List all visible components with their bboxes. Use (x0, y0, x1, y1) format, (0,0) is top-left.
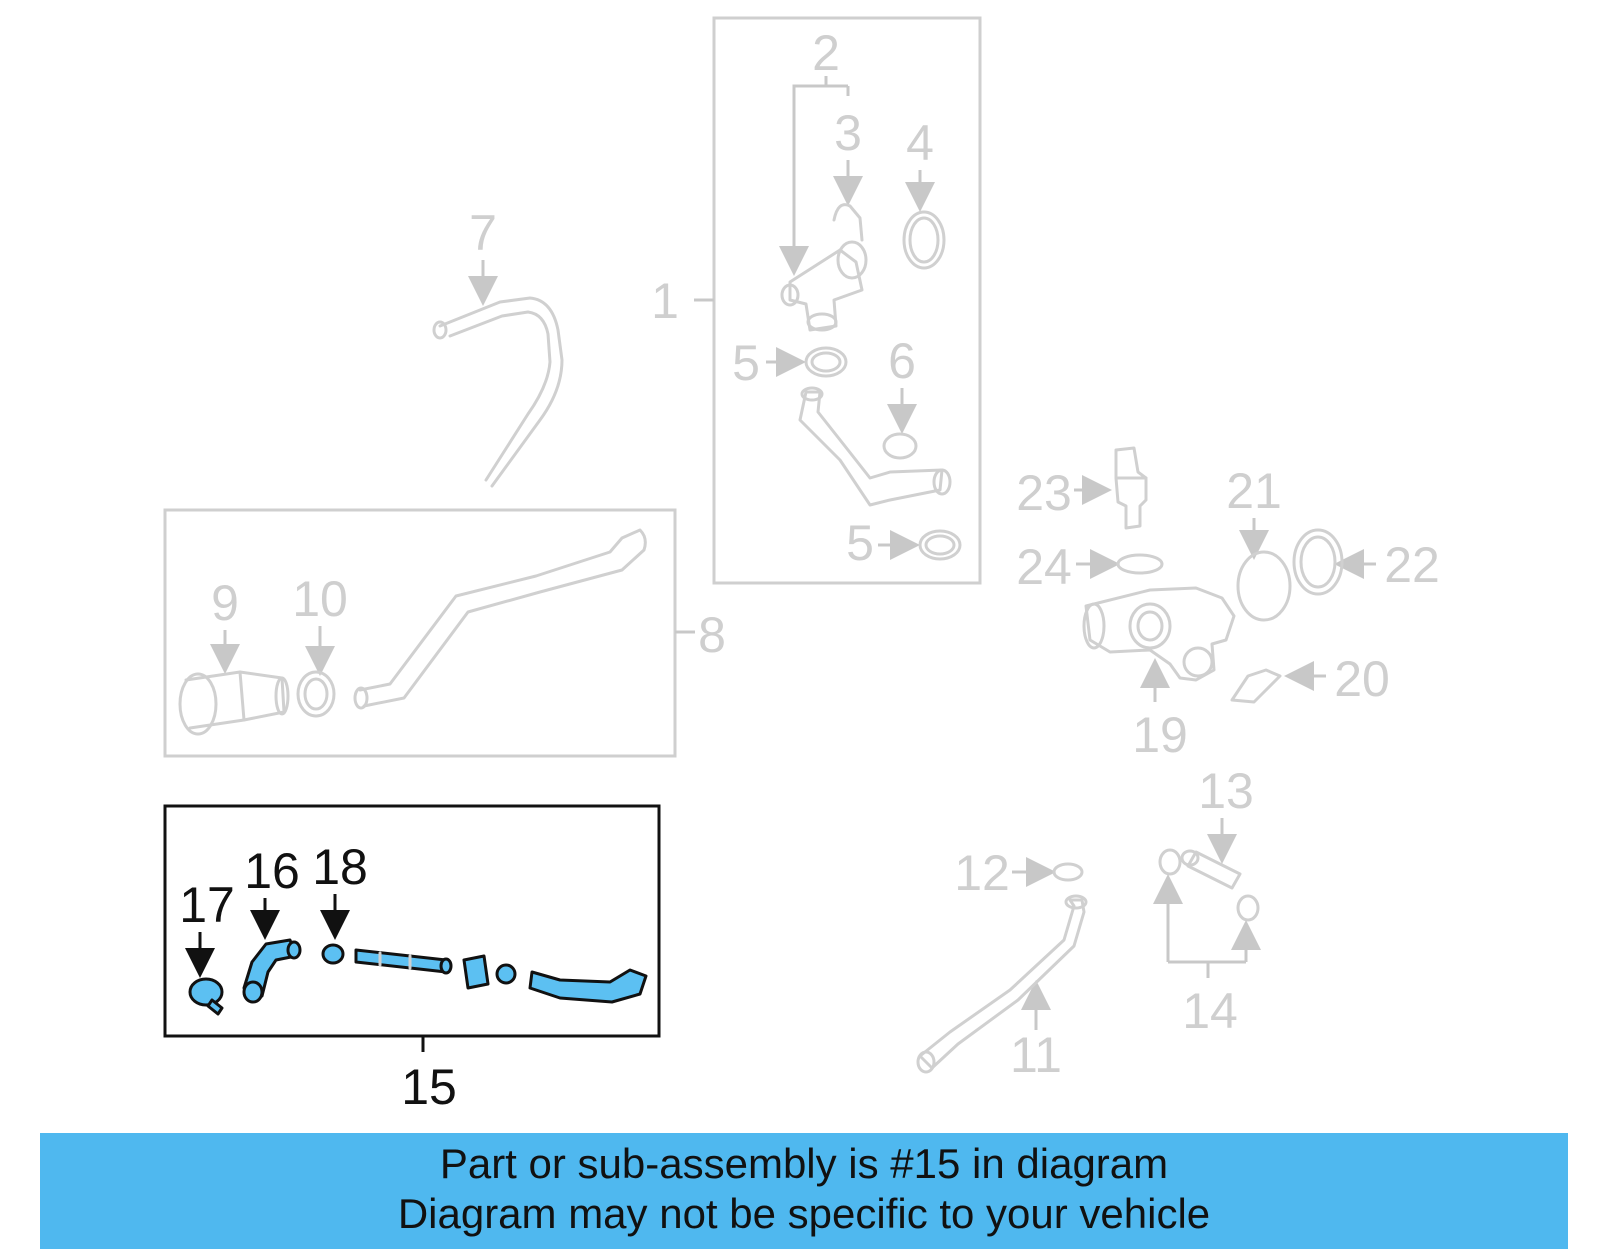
callout-4: 4 (906, 115, 934, 171)
callout-6: 6 (888, 333, 916, 389)
callout-11: 11 (1010, 1027, 1062, 1083)
gasket-part-21 (1236, 550, 1292, 622)
callout-19: 19 (1132, 707, 1188, 763)
clamp-part-18 (321, 943, 345, 965)
sensor-part-23 (1114, 446, 1148, 530)
callout-21: 21 (1226, 463, 1282, 519)
callout-15: 15 (401, 1059, 457, 1115)
hose-in-group-1 (798, 390, 944, 507)
clamp-part-5-lower (918, 529, 962, 561)
tube-part-15 (354, 948, 448, 974)
washer-part-12 (1052, 862, 1084, 882)
clamp-part-5-upper (804, 346, 848, 378)
pipe-part-11 (918, 898, 1086, 1070)
callout-10: 10 (292, 571, 348, 627)
callout-9: 9 (211, 575, 239, 631)
callout-16: 16 (244, 843, 300, 899)
clamp-part-10 (296, 670, 336, 718)
callout-23: 23 (1016, 465, 1072, 521)
clamp-part-15 (495, 963, 517, 985)
hose-part-8 (358, 528, 647, 708)
callout-5-upper: 5 (732, 335, 760, 391)
banner-line-1: Part or sub-assembly is #15 in diagram (439, 1140, 1169, 1187)
info-banner: Part or sub-assembly is #15 in diagram D… (40, 1133, 1568, 1249)
callout-20: 20 (1334, 651, 1390, 707)
callout-7: 7 (469, 205, 497, 261)
fitting-part-2 (780, 240, 868, 332)
callout-12: 12 (954, 845, 1010, 901)
hose-part-7 (438, 296, 564, 488)
banner-line-2: Diagram may not be specific to your vehi… (397, 1190, 1211, 1237)
thermostat-part-22 (1292, 528, 1344, 596)
callout-13: 13 (1198, 763, 1254, 819)
callout-1: 1 (651, 273, 679, 329)
callout-8: 8 (698, 607, 726, 663)
o-ring-part-4 (902, 210, 946, 270)
housing-part-19 (1082, 586, 1236, 682)
callout-3: 3 (834, 105, 862, 161)
callout-2: 2 (812, 25, 840, 81)
tube-part-13 (1186, 850, 1242, 890)
callout-22: 22 (1384, 537, 1440, 593)
clamp-part-14-left (1158, 848, 1182, 876)
callout-17: 17 (179, 877, 235, 933)
o-ring-part-24 (1116, 553, 1164, 575)
cap-part-6 (882, 432, 918, 460)
coupler-part-15 (462, 954, 490, 990)
connector-part-9 (178, 670, 290, 736)
callout-5-lower: 5 (846, 515, 874, 571)
bracket-part-20 (1230, 668, 1282, 704)
callout-14: 14 (1182, 983, 1238, 1039)
clamp-part-17 (188, 977, 224, 1016)
callout-24: 24 (1016, 539, 1072, 595)
group-box-1 (712, 16, 982, 585)
hose-part-15 (528, 968, 648, 1004)
callout-18: 18 (312, 839, 368, 895)
group-box-15 (163, 804, 661, 1038)
clamp-part-14-right (1236, 894, 1260, 922)
